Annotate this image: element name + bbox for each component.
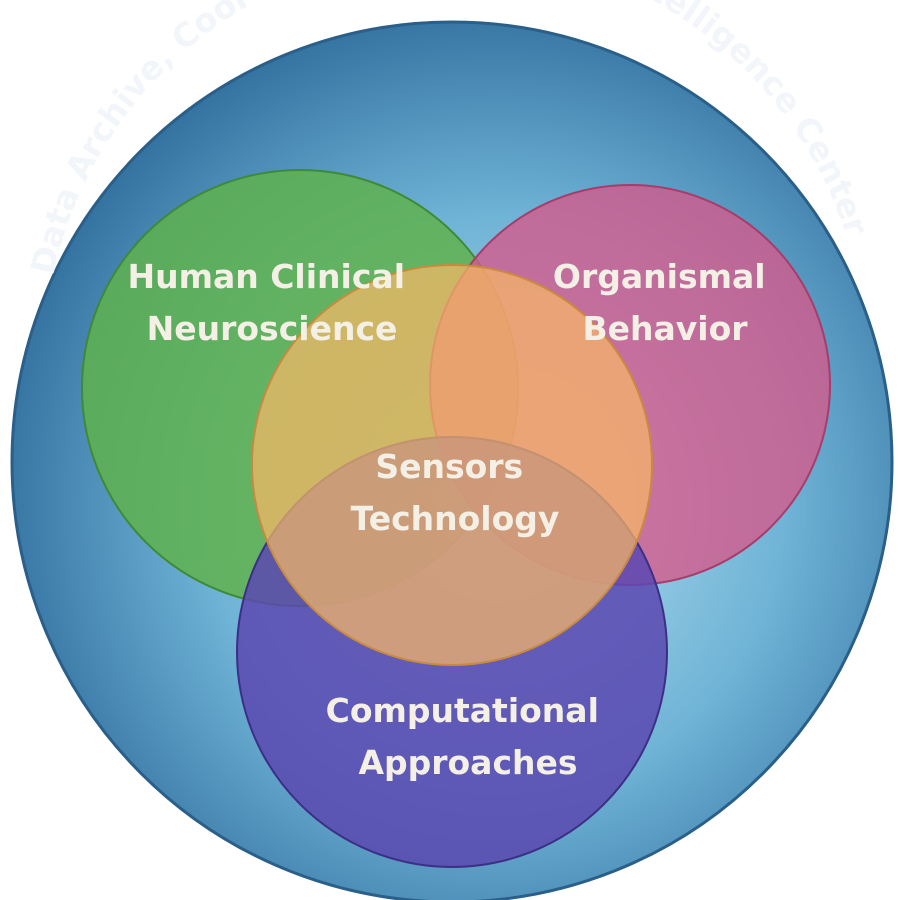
circle-sensors-technology bbox=[251, 264, 653, 666]
label-computational-approaches: Computational Approaches bbox=[326, 691, 611, 782]
label-sensors-technology: Sensors Technology bbox=[351, 447, 560, 538]
label-organismal-behavior: Organismal Behavior bbox=[553, 257, 777, 348]
label-human-clinical-neuroscience: Human Clinical Neuroscience bbox=[127, 257, 416, 348]
